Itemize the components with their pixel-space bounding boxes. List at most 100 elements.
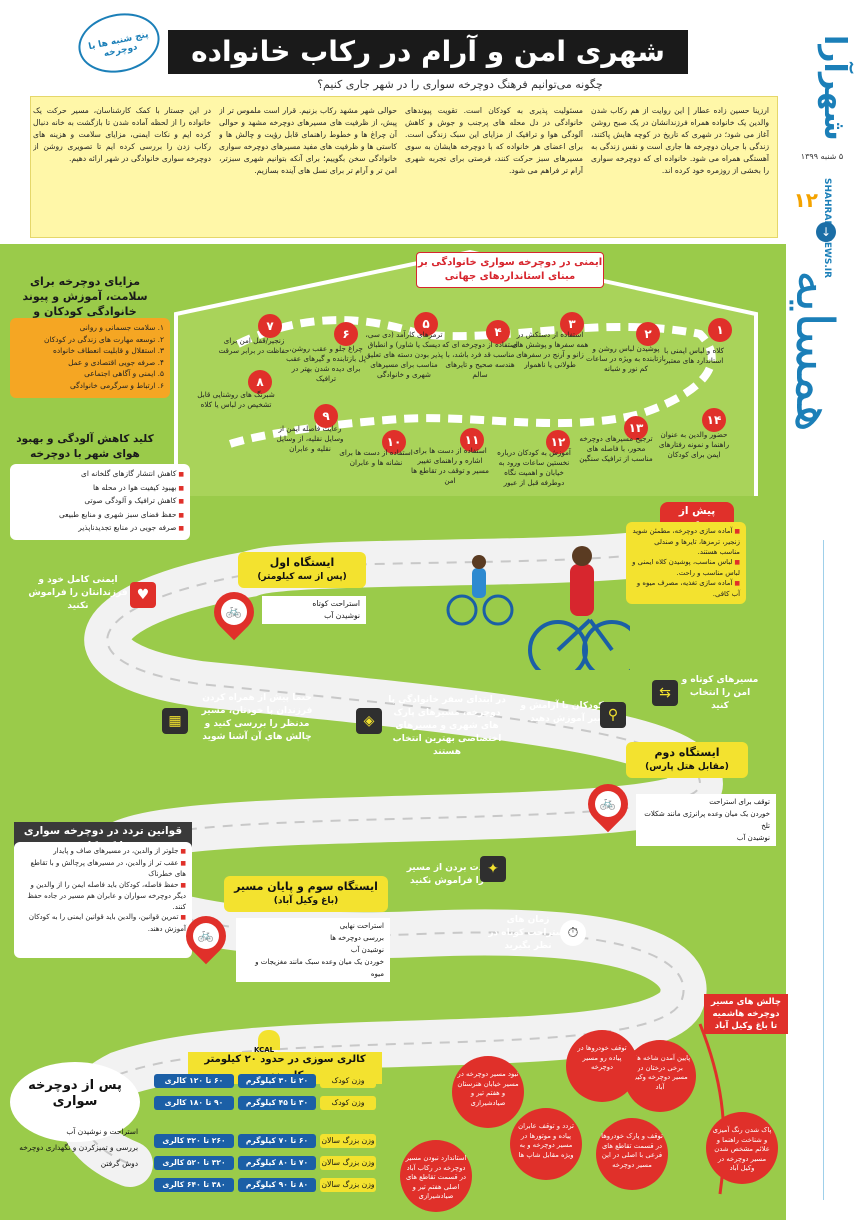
bicycle-icon: 🚲 [221,599,247,625]
rule-item: حفظ فاصله، کودکان باید فاصله ایمن را از … [20,880,186,913]
step-number: ۴ [486,320,510,344]
step-text: حضور والدین به عنوان راهنما و نمونه رفتا… [658,430,730,459]
tip-check-route: حتما پیش از همراه کردن فرزندان با خودتان… [201,693,313,742]
station-2-title: ایستگاه دوم (مقابل هتل پارس) [626,742,748,778]
calorie-weight: ۸۰ تا ۹۰ کیلوگرم [238,1178,316,1192]
safety-reminder: ایمنی کامل خود و فرزندانتان را فراموش نک… [28,575,128,611]
step-number: ۱۱ [460,428,484,452]
divider [823,540,824,1200]
arrow-down-icon: ↓ [816,222,836,242]
tip-rest-times: زمان های استراحت کوتاه در نظر بگیرید [488,915,568,951]
step-number: ۳ [560,312,584,336]
station-item: نوشیدن آب [350,946,384,954]
step-number: ۱۳ [624,416,648,440]
station-3-location: (باغ وکیل آباد) [273,896,339,906]
step-text: شبرنگ های روشنایی قابل تشخیص در لباس یا … [197,390,275,409]
page-number: ۱۲ [793,188,818,212]
station-item: توقف برای استراحت [709,798,770,806]
side-masthead: شهرآرا ۵ شنبه ۱۳۹۹ SHAHRARANEWS.IR ۱۲ ↓ … [784,0,858,1220]
step-text: ترجیح مسیرهای دوچرخه محور، با فاصله های … [579,434,653,463]
step-number: ۵ [414,312,438,336]
calorie-group: وزن بزرگ سالان [320,1156,376,1170]
intro-column-2: مسئولیت پذیری به کودکان است. تقویت پیوند… [405,106,583,175]
station-2-name: ایستگاه دوم [654,746,720,759]
calories-table [152,1070,378,1190]
calorie-value: ۹۰ تا ۱۸۰ کالری [154,1096,234,1110]
challenge-item: استاندارد نبودن مسیر دوچرخه در رکاب آباد… [400,1140,472,1212]
step-number: ۹ [314,404,338,428]
benefit-item: ۴. صرفه جویی اقتصادی و عمل [68,357,164,367]
child-bike-icon: ⚲ [600,702,626,728]
challenges-title: چالش های مسیر دوچرخه هاشمیه تا باغ وکیل … [704,994,788,1034]
benefit-item: ۵. ایمنی و آگاهی اجتماعی [84,369,164,378]
station-3-items: استراحت نهایی بررسی دوچرخه ها نوشیدن آب … [236,918,390,982]
step-text: استفاده از دست ها برای اشاره و راهنمای ت… [411,446,489,485]
page-subtitle: چگونه می‌توانیم فرهنگ دوچرخه سواری را در… [317,78,603,91]
step-text: رعایت فاصله ایمن از وسایل نقلیه، از وسای… [276,424,344,453]
step-text: استفاده از دست ها برای نشانه ها و عابران [339,448,413,467]
step-text: آموزش به کودکان درباره نخستین ساعات ورود… [497,448,571,487]
challenge-item: پاک شدن رنگ آمیزی و شناخت راهنما و علائم… [706,1112,778,1184]
station-3-name: ایستگاه سوم و پایان مسیر [234,880,378,893]
step-text: استفاده از دوچرخه ای که مناسب قد فرد باش… [442,340,518,379]
station-1-name: ایستگاه اول [269,556,335,569]
after-ride-item: استراحت و نوشیدن آب [66,1127,138,1136]
after-ride-item: دوش گرفتن [100,1159,138,1168]
calorie-weight: ۲۰ تا ۳۰ کیلوگرم [238,1074,316,1088]
section-name: همسایه [784,270,844,433]
tip-family-routes: در ابتدای سفر خانوادگی با دوچرخه، مسیرها… [388,695,506,757]
after-ride-title: پس از دوچرخه سواری [10,1062,140,1142]
step-text: پوشیدن لباس روشن و بازتابنده به ویژه در … [586,344,666,373]
house-dashed-route [228,316,716,448]
environment-item: کاهش ترافیک و آلودگی صوتی [16,495,184,509]
station-item: نوشیدن آب [324,611,360,620]
station-item: بررسی دوچرخه ها [330,934,384,942]
station-item: استراحت نهایی [339,922,384,930]
step-text: زنجیر/قفل امن برای حفاظت در برابر سرقت [218,336,290,355]
environment-item: کاهش انتشار گازهای گلخانه ای [16,468,184,482]
calorie-weight: ۶۰ تا ۷۰ کیلوگرم [238,1134,316,1148]
tip-short-routes: مسیرهای کوتاه و امن را انتخاب کنید [681,675,759,711]
station-item: استراحت کوتاه [312,599,360,608]
station-1-location: (پس از سه کیلومتر) [257,572,347,582]
challenge-item: توقف خودروها در پیاده رو مسیر دوچرخه [566,1030,638,1102]
environment-list: کاهش انتشار گازهای گلخانه ای بهبود کیفیت… [10,464,190,540]
station-1-items: استراحت کوتاه نوشیدن آب [262,596,366,624]
calorie-value: ۶۰ تا ۱۲۰ کالری [154,1074,234,1088]
family-cyclists-illustration [446,546,630,670]
calorie-group: وزن کودک [320,1074,376,1088]
step-number: ۱۰ [382,430,406,454]
before-move-item: آماده سازی دوچرخه، مطمئن شوید زنجیر، ترم… [632,526,740,557]
step-number: ۲ [636,322,660,346]
station-item: خوردن یک میان وعده سبک مانند مغزیجات و م… [255,958,384,978]
route-icon: ⇆ [652,680,678,706]
station-item: خوردن یک میان وعده پرانرژی مانند شکلات ت… [644,810,770,830]
challenge-item: توقف و پارک خودروها در قسمت تقاطع های فر… [596,1118,668,1190]
tip-patience: به کودکان با آرامش و صبر آموزش دهید [520,701,616,724]
intro-column-4: در این جستار با کمک کارشناسان، مسیر حرکت… [33,106,211,163]
step-text: ترمزهای کارآمد (دی سی، دیسک یا شاور) و ا… [365,330,443,379]
bicycle-icon: 🚲 [595,791,621,817]
badge-stamp: پنج شنبه ها با دوچرخه [72,6,166,80]
environment-title: کلید کاهش آلودگی و بهبود هوای شهر با دوچ… [16,433,154,460]
bicycle-icon: 🚲 [193,923,219,949]
calorie-gauge-icon [258,1030,280,1050]
calorie-value: ۲۶۰ تا ۳۲۰ کالری [154,1134,234,1148]
rule-item: جلوتر از والدین، در مسیرهای صاف و پایدار [20,846,186,858]
calorie-group: وزن کودک [320,1096,376,1110]
step-text: کلاه و لباس ایمنی با استاندارد های معتبر [664,346,724,365]
after-ride-list: استراحت و نوشیدن آب بررسی و تمیزکردن و ن… [18,1124,138,1172]
step-number: ۷ [258,314,282,338]
intro-text: ارزینا حسین زاده عطار | این روایت از هم … [30,96,778,238]
before-move-list: آماده سازی دوچرخه، مطمئن شوید زنجیر، ترم… [626,522,746,604]
shield-icon: ♥ [130,582,156,608]
rules-list: جلوتر از والدین، در مسیرهای صاف و پایدار… [14,842,192,958]
station-2-items: توقف برای استراحت خوردن یک میان وعده پرا… [636,794,776,846]
sparkle-icon: ✦ [480,856,506,882]
before-move-item: آماده سازی تغذیه، مصرف میوه و آب کافی. [632,578,740,599]
step-number: ۱۲ [546,430,570,454]
step-number: ۱۴ [702,408,726,432]
challenge-item: تردد و توقف عابران پیاده و موتورها در مس… [510,1108,582,1180]
page-title: شهری امن و آرام در رکاب خانواده [168,30,688,74]
